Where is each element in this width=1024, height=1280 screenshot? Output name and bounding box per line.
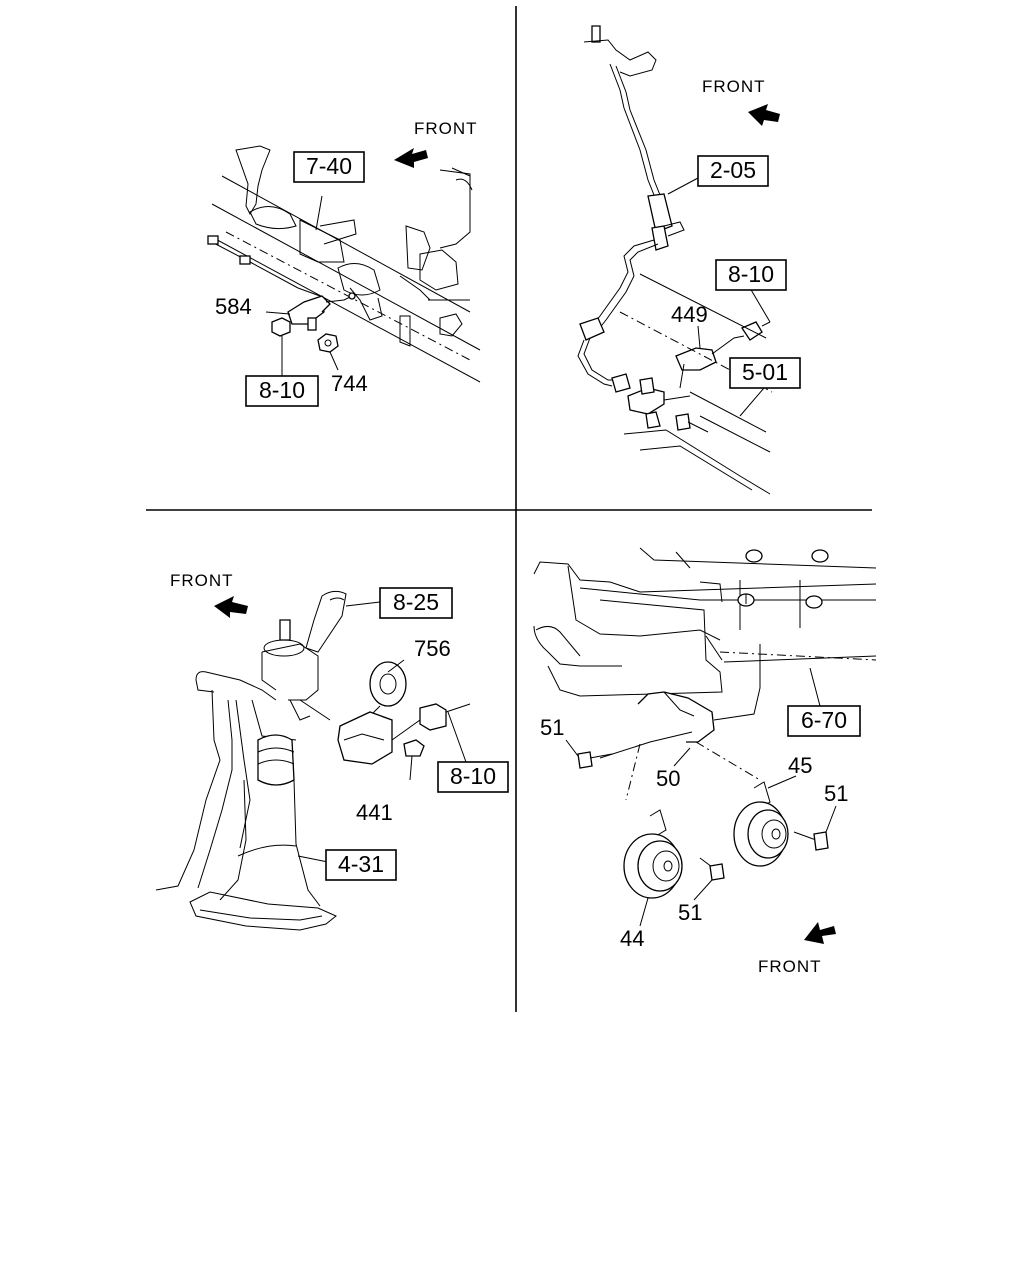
part-number-45: 45 <box>788 753 812 778</box>
steering-column-drawing <box>155 590 347 931</box>
brake-line-drawing <box>577 25 685 387</box>
horn-45-drawing <box>733 781 829 867</box>
ref-label: 6-70 <box>801 707 847 733</box>
ref-box-8-10: 8-10 <box>245 375 319 407</box>
ref-label: 8-10 <box>450 763 496 789</box>
ref-box-8-25: 8-25 <box>379 587 453 619</box>
part-number-44: 44 <box>620 926 644 951</box>
part-number-756: 756 <box>414 636 451 661</box>
front-label: FRONT <box>414 119 478 138</box>
ref-label: 2-05 <box>710 157 756 183</box>
ref-box-8-10: 8-10 <box>437 761 509 793</box>
nut-744-drawing <box>317 333 339 371</box>
horn-44-drawing <box>623 809 725 899</box>
frame-rail-drawing <box>207 145 481 383</box>
panel-bottom-left: FRONT 8-25 8-10 4-31 756 441 <box>155 571 509 931</box>
bracket-584-drawing <box>287 292 356 331</box>
frame-rail-right-drawing <box>619 273 773 495</box>
ref-label: 5-01 <box>742 359 788 385</box>
bracket-50-drawing <box>599 644 761 801</box>
leader-lines-top-right <box>667 177 771 417</box>
ref-box-2-05: 2-05 <box>697 155 769 187</box>
ref-label: 8-10 <box>728 261 774 287</box>
part-number-584: 584 <box>215 294 252 319</box>
ref-box-8-10: 8-10 <box>715 259 787 291</box>
part-number-51: 51 <box>540 715 564 740</box>
ref-label: 7-40 <box>306 153 352 179</box>
leader-lines-bottom-right <box>565 667 837 927</box>
bolt-51-drawing <box>577 751 613 769</box>
ref-label: 8-25 <box>393 589 439 615</box>
front-label: FRONT <box>702 77 766 96</box>
panel-dividers <box>146 6 872 1012</box>
ref-box-6-70: 6-70 <box>787 705 861 737</box>
part-number-51: 51 <box>678 900 702 925</box>
part-number-744: 744 <box>331 371 368 396</box>
panel-bottom-right: FRONT 6-70 51 50 45 51 51 44 <box>533 547 877 976</box>
front-arrow-bottom-left: FRONT <box>170 571 248 618</box>
front-arrow-bottom-right: FRONT <box>758 922 836 976</box>
front-label: FRONT <box>758 957 822 976</box>
part-number-51: 51 <box>824 781 848 806</box>
part-number-441: 441 <box>356 800 393 825</box>
ref-box-5-01: 5-01 <box>729 357 801 389</box>
leader-lines-bottom-left <box>297 601 467 863</box>
module-756-drawing <box>337 661 471 781</box>
ref-box-7-40: 7-40 <box>293 151 365 183</box>
panel-top-left: FRONT 7-40 8-10 584 744 <box>207 119 481 407</box>
part-number-50: 50 <box>656 766 680 791</box>
front-arrow-top-left: FRONT <box>394 119 478 168</box>
leader-lines-top-left <box>265 195 323 315</box>
frame-body-drawing <box>533 547 877 697</box>
ref-label: 4-31 <box>338 851 384 877</box>
panel-top-right: FRONT 2-05 8-10 5-01 449 <box>577 25 801 495</box>
ref-box-4-31: 4-31 <box>325 849 397 881</box>
front-arrow-top-right: FRONT <box>702 77 780 126</box>
connector-drawing <box>271 317 291 376</box>
front-label: FRONT <box>170 571 234 590</box>
junction-block-drawing <box>611 321 771 433</box>
ref-label: 8-10 <box>259 377 305 403</box>
part-number-449: 449 <box>671 302 708 327</box>
